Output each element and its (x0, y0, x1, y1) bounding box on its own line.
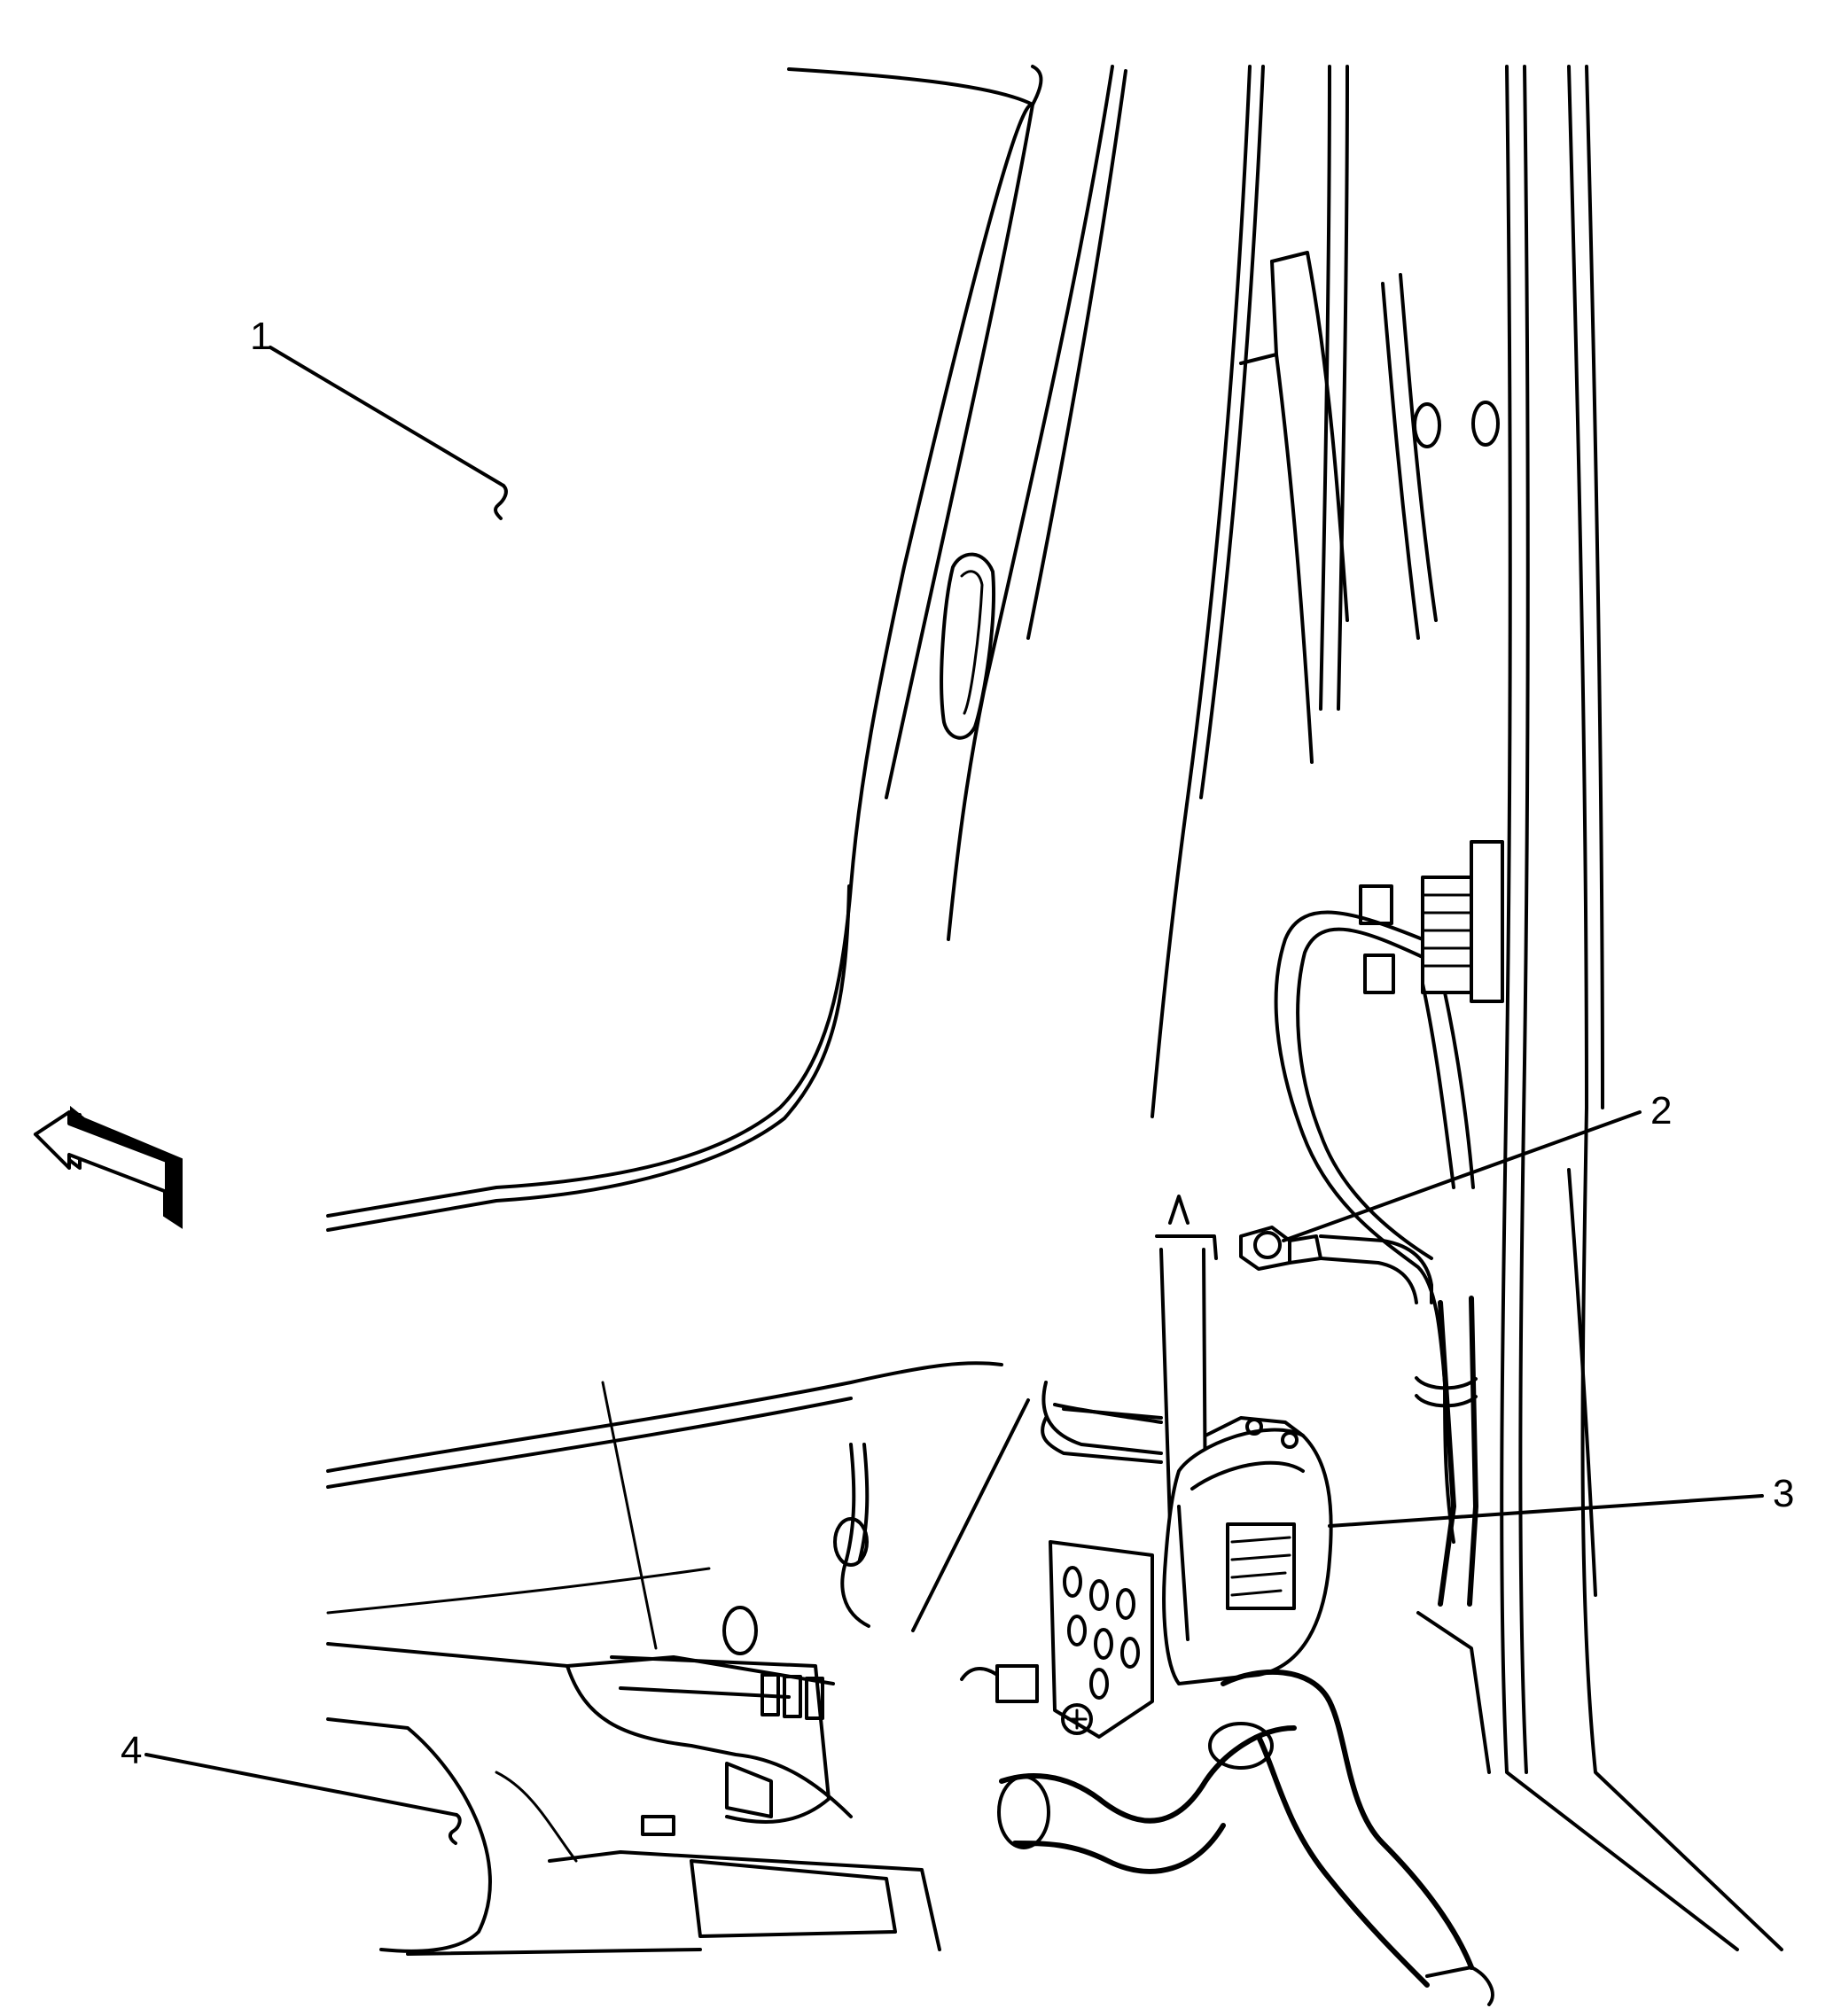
callout-leader-2 (1282, 1110, 1642, 1242)
callout-number-1: 1 (250, 315, 271, 358)
door-lower-edge (326, 1361, 1003, 1615)
door-handle-slot (940, 552, 995, 740)
b-pillar (1150, 65, 1783, 1951)
small-cable (722, 1398, 1030, 1655)
wiring-harness (1274, 910, 1478, 1607)
fastener-bolt (1239, 1226, 1433, 1304)
callout-number-4: 4 (121, 1729, 142, 1772)
callout-leader-4 (144, 1753, 462, 1845)
callout-number-3: 3 (1773, 1472, 1794, 1515)
floor-seat-track (326, 1381, 941, 1956)
seat-belt-retractor-bracket (960, 1195, 1218, 1739)
sensor-module (1162, 1416, 1333, 1685)
harness-connector (1359, 840, 1504, 1003)
callout-number-2: 2 (1650, 1089, 1672, 1133)
front-direction-arrow-icon (34, 1105, 183, 1229)
callout-leader-1 (269, 346, 508, 520)
lower-harness-hose (997, 1669, 1494, 2006)
door-panel (326, 65, 1127, 1232)
callout-leader-3 (1328, 1494, 1764, 1528)
